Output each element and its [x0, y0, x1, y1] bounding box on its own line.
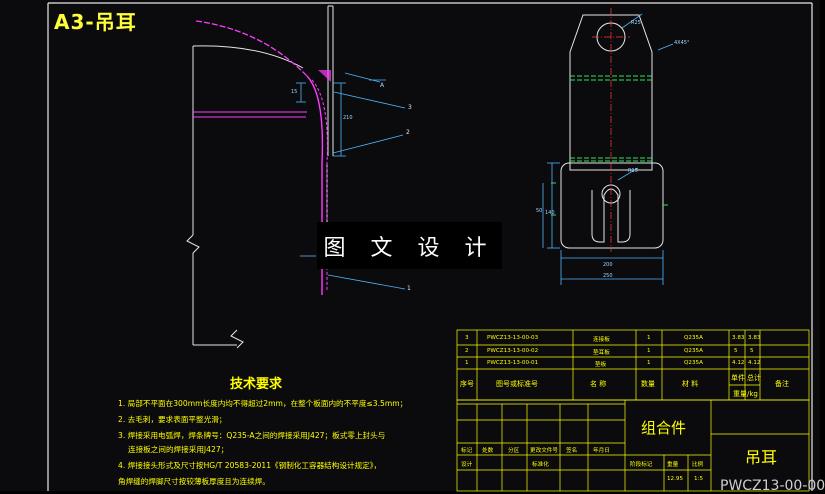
tb-label-count: 处数: [482, 448, 494, 454]
bom-row-3-name: 连接板: [593, 337, 610, 343]
assembly-name: 组合件: [641, 419, 687, 437]
dim-right-250: 250: [603, 273, 613, 279]
tech-note-3: 3. 焊接采用电弧焊，焊条牌号：Q235-A之间的焊接采用J427；板式零上封头…: [118, 431, 386, 440]
tech-note-2: 2. 去毛刺，要求表面平整光滑；: [118, 415, 227, 424]
part-number-1: 1: [407, 285, 411, 292]
bom-header-material: 材 料: [682, 380, 699, 388]
dim-right-140: 140: [545, 210, 555, 216]
part-number-3: 3: [408, 104, 412, 111]
bom-row-3-code: PWCZ13-13-00-03: [487, 335, 539, 341]
part-name: 吊耳: [745, 448, 778, 467]
tb-label-design: 设计: [461, 462, 473, 468]
tech-note-6: 角焊缝的焊脚尺寸按较薄板厚度且为连续焊。: [118, 477, 270, 486]
left-dimensions: [296, 72, 406, 290]
tech-note-5: 4. 焊接接头形式及尺寸按HG/T 20583-2011《钢制化工容器结构设计规…: [118, 461, 382, 470]
hidden-lines: [551, 75, 669, 216]
dim-left-15: 15: [291, 89, 298, 95]
bom-header-remark: 备注: [775, 380, 789, 388]
dim-right-50: 50: [536, 208, 543, 214]
bom-row-2-name: 垫耳板: [593, 350, 610, 356]
tech-note-1: 1. 局部不平面在300mm长度内均不得超过2mm，在整个板面内的不平度≤3.5…: [118, 399, 408, 408]
tech-note-4: 连接板之间的焊接采用J427；: [128, 445, 229, 454]
bom-row-1-code: PWCZ13-13-00-01: [487, 360, 539, 366]
bom-row-3-qty: 1: [647, 335, 651, 341]
tb-label-scale: 比例: [692, 462, 704, 468]
bom-row-2-no: 2: [465, 348, 469, 354]
title-block: [456, 399, 810, 492]
vessel-head-weld-line: [195, 20, 308, 77]
bom-row-1-total: 4.12: [748, 360, 761, 366]
watermark-banner: 图 文 设 计: [317, 222, 502, 269]
bom-header-code: 图号或标准号: [496, 380, 538, 388]
bom-row-2-material: Q235A: [684, 348, 703, 354]
bom-row-3-total: 3.83: [748, 335, 761, 341]
tb-label-stage: 阶段标记: [630, 462, 653, 468]
bom-row-2-unit: 5: [734, 348, 738, 354]
bom-row-3-material: Q235A: [684, 335, 703, 341]
bom-row-1-no: 1: [465, 360, 469, 366]
tb-scale-value: 1:5: [694, 476, 704, 482]
right-dimensions: [542, 13, 674, 285]
front-view: [542, 8, 674, 285]
lug-body: [560, 14, 664, 249]
bom-header-qty: 数量: [641, 380, 655, 388]
tb-weight-value: 12.95: [667, 476, 684, 482]
dim-right-r25: R25: [631, 20, 641, 26]
dim-left-210: 210: [343, 115, 353, 121]
tb-label-mark: 标记: [461, 448, 473, 454]
weld-fillet: [318, 70, 331, 82]
center-lines: [592, 8, 630, 252]
tech-requirements-title: 技术要求: [230, 377, 283, 392]
dim-right-r15: R15: [628, 168, 638, 174]
bom-header-name: 名 称: [590, 380, 607, 388]
tb-label-signature: 签名: [566, 448, 578, 454]
tb-label-zone: 分区: [508, 448, 520, 454]
bom-row-1-unit: 4.12: [732, 360, 745, 366]
dim-right-chamfer: 4X45°: [674, 40, 690, 46]
side-view: [186, 5, 406, 349]
tb-label-standardization: 标准化: [532, 462, 549, 468]
bom-row-1-qty: 1: [647, 360, 651, 366]
part-number-2: 2: [406, 129, 410, 136]
bom-row-3-unit: 3.83: [732, 335, 745, 341]
sheet-frame: [47, 2, 813, 491]
pad-plate: [560, 162, 664, 249]
dim-right-200: 200: [603, 262, 613, 268]
bom-header-total: 总计: [747, 374, 761, 382]
tb-label-weight: 重量: [667, 462, 679, 468]
bom-row-1-name: 垫板: [595, 362, 607, 368]
tb-label-change-doc: 更改文件号: [530, 448, 558, 454]
tb-label-date: 年月日: [593, 448, 610, 454]
view-mark-a: A: [380, 82, 385, 89]
bom-row-2-code: PWCZ13-13-00-02: [487, 348, 539, 354]
sheet-title: A3-吊耳: [54, 10, 137, 34]
vessel-head-outline: [192, 45, 304, 69]
bom-row-1-material: Q235A: [684, 360, 703, 366]
shell-curve: [306, 75, 324, 295]
bom-header-weight: 重量/kg: [733, 390, 758, 398]
bom-header-unit: 单件: [731, 374, 745, 382]
bom-row-2-qty: 1: [647, 348, 651, 354]
bom-header-no: 序号: [460, 380, 474, 388]
bom-row-2-total: 5: [750, 348, 754, 354]
horizontal-shell-lines: [193, 111, 307, 118]
bom-row-3-no: 3: [465, 335, 469, 341]
drawing-number: PWCZ13-00-00: [720, 478, 825, 494]
